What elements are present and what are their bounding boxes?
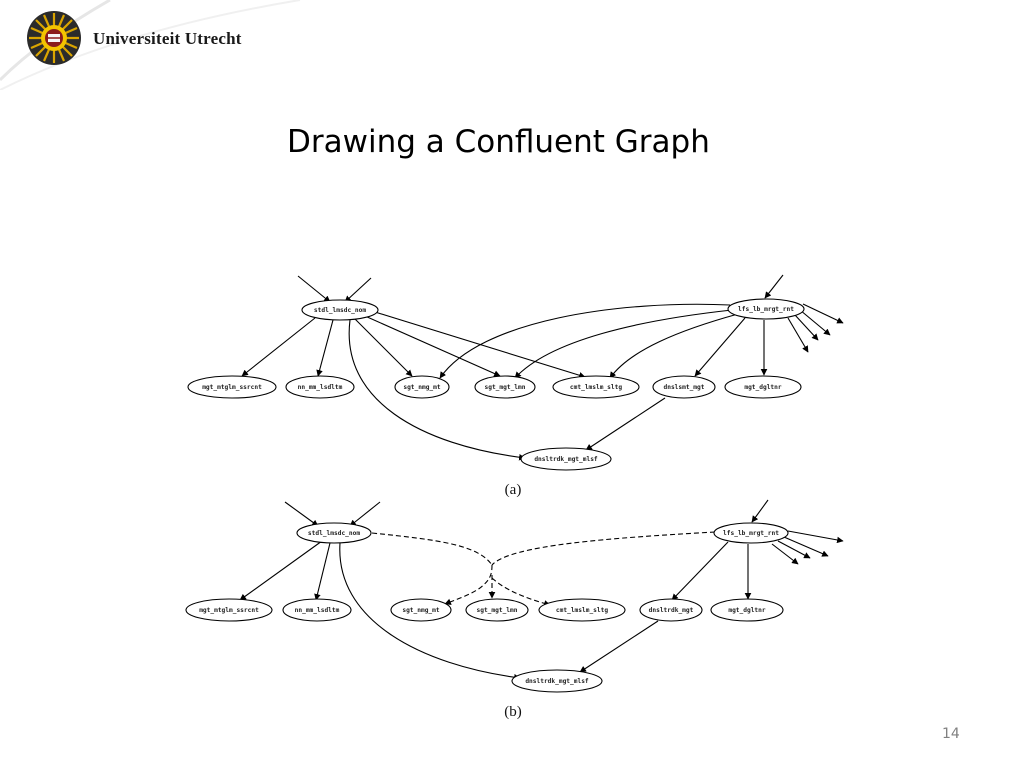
edge [771, 543, 799, 565]
confluent-edge [371, 532, 493, 566]
page-number: 14 [942, 726, 960, 742]
caption-a: (a) [505, 482, 522, 498]
edge [794, 314, 819, 341]
node-label: mgt_mtglm_ssrcnt [202, 384, 262, 391]
caption-b: (b) [504, 704, 522, 720]
slide-title: Drawing a Confluent Graph [287, 124, 710, 160]
node-label: lfs_lb_mrgt_rnt [738, 306, 794, 313]
confluent-edge [491, 577, 551, 607]
edge [241, 317, 316, 377]
node-label: sgt_mgt_lmn [485, 384, 526, 391]
node-a-b1 [187, 375, 277, 399]
node-a-b2 [285, 375, 355, 399]
node-b-b5 [538, 598, 626, 622]
node-a-b4 [474, 375, 536, 399]
edge [344, 277, 372, 303]
node-a-top-left [301, 299, 379, 321]
node-label: dnsltrdk_mgt_mlsf [525, 678, 589, 685]
edge [787, 317, 809, 353]
node-label: nn_mm_lsdltm [295, 607, 340, 614]
node-label: cmt_lmslm_sltg [556, 607, 608, 614]
node-label: sgt_nmg_mt [402, 607, 440, 614]
edge [339, 542, 521, 681]
node-b-top-left [296, 522, 372, 544]
node-a-top-right [727, 298, 805, 320]
node-a-b3 [394, 375, 450, 399]
node-label: mgt_dgltnr [728, 607, 766, 614]
edge [609, 313, 739, 379]
node-label: dnsltrdk_mgt [649, 607, 694, 614]
node-label: sgt_nmg_mt [403, 384, 441, 391]
diagram-b [239, 499, 844, 681]
edge [787, 530, 844, 544]
node-b-b3 [390, 598, 452, 622]
node-a-b7 [724, 375, 802, 399]
diagram-a [241, 274, 844, 461]
edge [764, 274, 784, 299]
edge [364, 315, 501, 377]
node-a-b6 [652, 375, 716, 399]
edge [314, 542, 331, 601]
edge [284, 501, 319, 527]
edge [439, 303, 731, 379]
node-b-b1 [185, 598, 273, 622]
node-b-b4 [465, 598, 529, 622]
node-label: dnslsmt_mgt [664, 384, 705, 391]
node-label: stdl_lmsdc_nom [308, 530, 360, 537]
edge [783, 536, 829, 557]
node-b-b2 [282, 598, 352, 622]
confluent-edge [491, 531, 716, 566]
edge [579, 620, 659, 673]
node-b-bottom [511, 669, 603, 693]
edge [671, 541, 729, 601]
node-label: nn_mm_lsdltm [298, 384, 343, 391]
node-b-b6 [639, 598, 703, 622]
node-a-b5 [552, 375, 640, 399]
node-label: sgt_mgt_lmn [477, 607, 518, 614]
edge [316, 319, 334, 377]
edge [751, 499, 769, 523]
node-label: mgt_dgltnr [744, 384, 782, 391]
university-logo [26, 10, 82, 66]
node-label: lfs_lb_mrgt_rnt [723, 530, 779, 537]
confluent-edge [444, 564, 493, 605]
edge [349, 501, 381, 527]
node-label: stdl_lmsdc_nom [314, 307, 366, 314]
university-name: Universiteit Utrecht [93, 29, 242, 48]
node-b-b7 [710, 598, 784, 622]
edge [802, 303, 844, 324]
node-b-top-right [713, 522, 789, 544]
edge [348, 319, 526, 461]
node-label: dnsltrdk_mgt_mlsf [534, 456, 598, 463]
sun-emblem-icon [27, 11, 81, 65]
node-label: mgt_mtglm_ssrcnt [199, 607, 259, 614]
edge [297, 275, 331, 303]
edge [239, 540, 323, 601]
edge [777, 540, 811, 559]
edge [585, 397, 666, 451]
edge [514, 309, 733, 379]
edge [354, 318, 413, 377]
node-label: cmt_lmslm_sltg [570, 384, 622, 391]
edge [694, 317, 746, 377]
node-a-bottom [520, 447, 612, 471]
edge [799, 309, 831, 336]
